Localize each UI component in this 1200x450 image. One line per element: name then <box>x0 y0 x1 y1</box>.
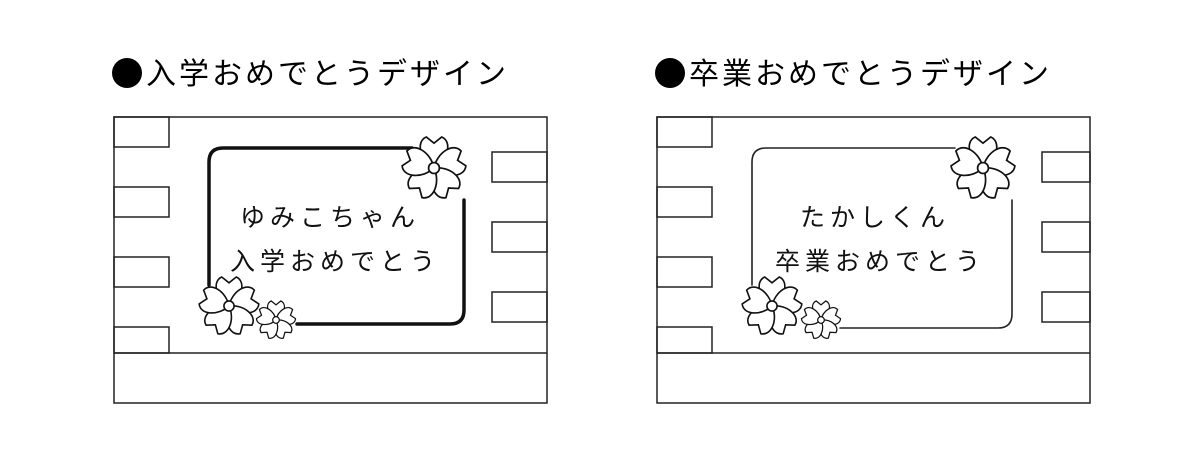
message-line: 卒業おめでとう <box>774 247 985 276</box>
sakura-blossom-icon <box>800 300 842 339</box>
right-tab <box>491 291 548 323</box>
design-entrance: ゆみこちゃん 入学おめでとう <box>112 110 552 410</box>
left-tab <box>656 256 713 288</box>
right-tab <box>491 151 548 183</box>
bullet-icon <box>655 58 685 88</box>
heading-left-text: 入学おめでとうデザイン <box>146 57 509 92</box>
right-tab <box>1041 151 1091 183</box>
sakura-blossom-icon <box>255 300 297 339</box>
sakura-blossom-icon <box>401 136 467 199</box>
design-entrance-drawing <box>113 116 548 404</box>
name-line: ゆみこちゃん <box>239 203 420 232</box>
heading-left: 入学おめでとうデザイン <box>112 55 509 95</box>
bullet-icon <box>112 58 142 88</box>
left-tab <box>656 116 713 148</box>
sakura-blossom-icon <box>741 276 803 335</box>
right-tab <box>1041 221 1091 253</box>
left-tab <box>656 326 713 354</box>
message-line: 入学おめでとう <box>229 247 440 276</box>
name-line: たかしくん <box>799 203 950 232</box>
message-frame <box>207 146 466 326</box>
right-tab <box>1041 291 1091 323</box>
right-tab <box>491 221 548 253</box>
sakura-blossom-icon <box>950 136 1016 199</box>
left-tab <box>113 256 170 288</box>
left-tab <box>113 116 170 148</box>
left-tab <box>656 186 713 218</box>
left-tab <box>113 326 170 354</box>
heading-right-text: 卒業おめでとうデザイン <box>689 57 1052 92</box>
message-frame <box>751 147 1013 329</box>
design-graduation: たかしくん 卒業おめでとう <box>655 110 1095 410</box>
left-tab <box>113 186 170 218</box>
sakura-blossom-icon <box>198 276 260 335</box>
design-graduation-drawing <box>656 116 1091 404</box>
heading-right: 卒業おめでとうデザイン <box>655 55 1052 95</box>
